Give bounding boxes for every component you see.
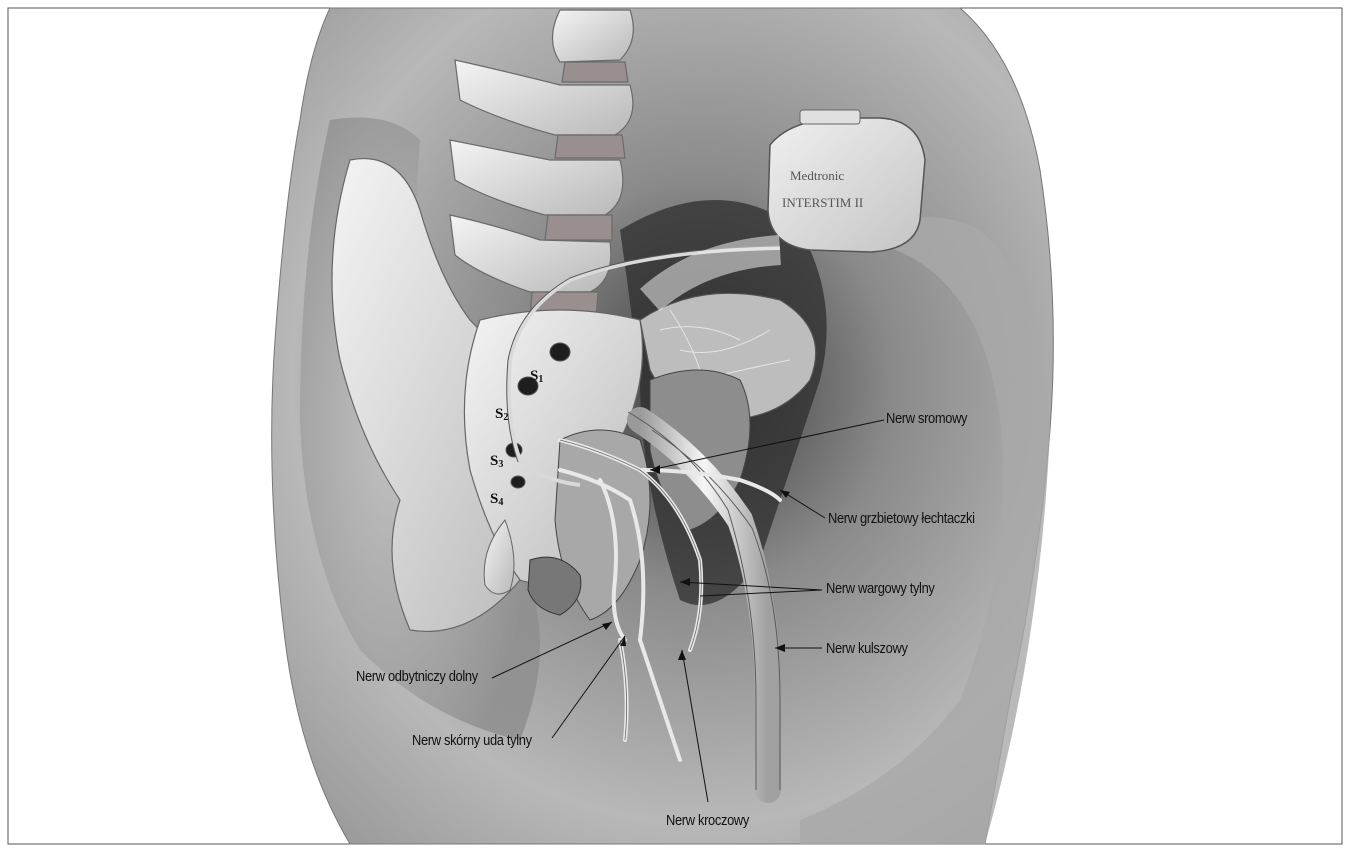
label-posterior-femoral-cutaneous-nerve: Nerw skórny uda tylny bbox=[412, 732, 532, 749]
device-model: INTERSTIM II bbox=[782, 195, 863, 210]
sacral-label-s2: S2 bbox=[495, 406, 508, 423]
label-posterior-labial-nerve: Nerw wargowy tylny bbox=[826, 580, 935, 597]
sacral-label-s1: S1 bbox=[530, 368, 543, 385]
sacral-label-s3: S3 bbox=[490, 453, 503, 470]
device-brand: Medtronic bbox=[790, 168, 844, 183]
label-perineal-nerve: Nerw kroczowy bbox=[666, 812, 749, 829]
label-sciatic-nerve: Nerw kulszowy bbox=[826, 640, 908, 657]
label-dorsal-clitoral-nerve: Nerw grzbietowy łechtaczki bbox=[828, 510, 975, 527]
label-pudendal-nerve: Nerw sromowy bbox=[886, 410, 967, 427]
sacral-label-s4: S4 bbox=[490, 491, 503, 508]
label-inferior-rectal-nerve: Nerw odbytniczy dolny bbox=[356, 668, 478, 685]
